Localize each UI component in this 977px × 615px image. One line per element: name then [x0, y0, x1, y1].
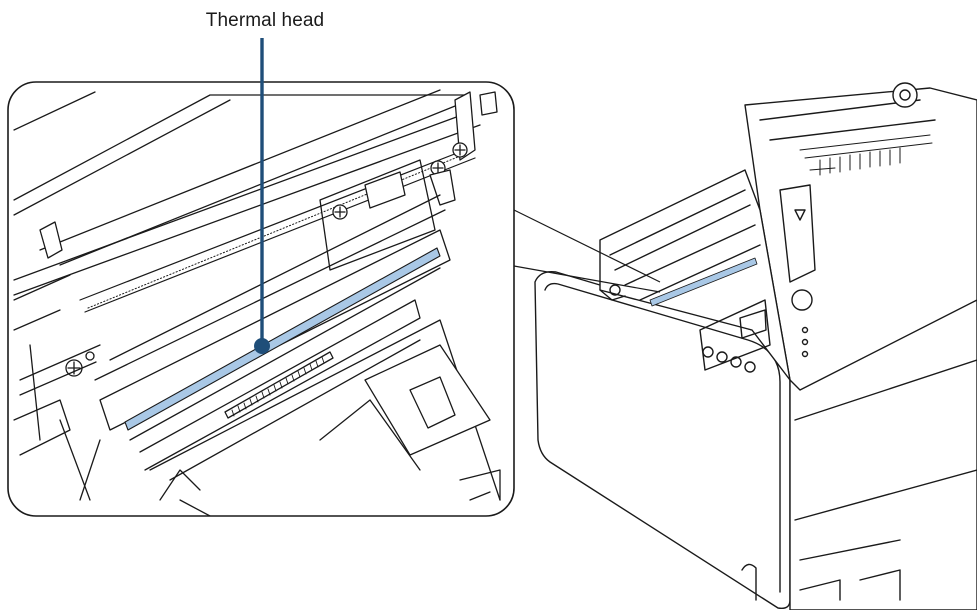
mini-thermal-head	[649, 257, 758, 307]
callout-leader	[254, 38, 270, 354]
printer-illustration	[534, 82, 977, 611]
callout-wedge	[513, 209, 661, 293]
thermal-head-label: Thermal head	[205, 10, 325, 31]
leader-dot	[254, 338, 270, 354]
thermal-head-highlight	[124, 247, 441, 431]
